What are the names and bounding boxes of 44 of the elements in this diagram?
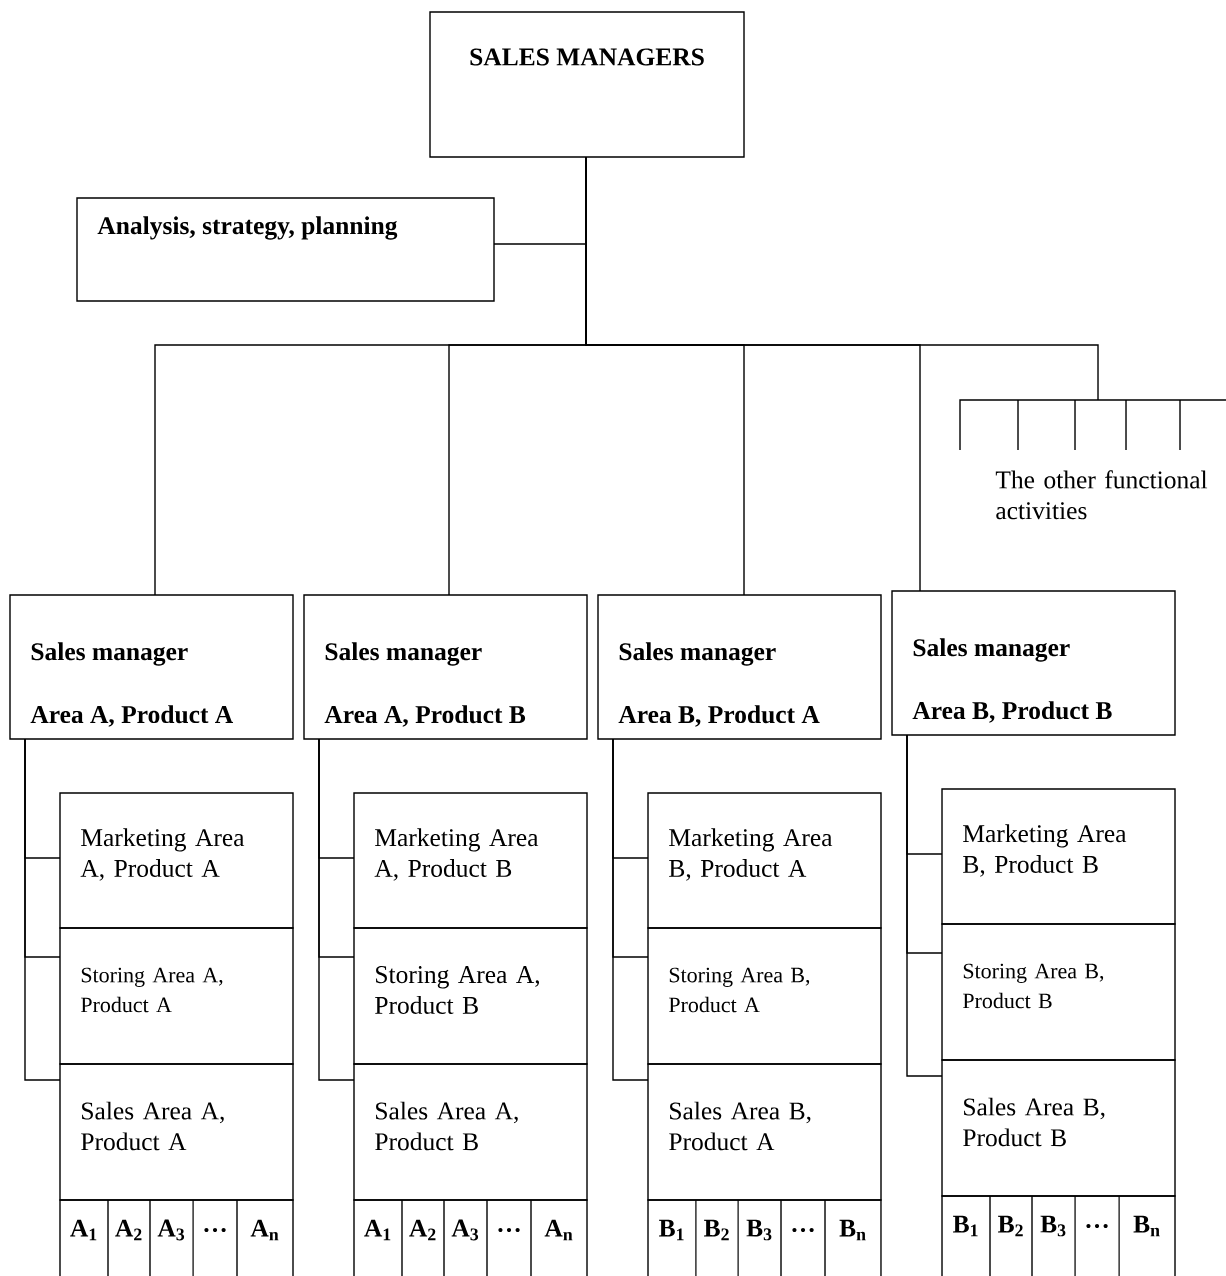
cell-label: A$_{3}$: [157, 1219, 185, 1241]
cell-label: …: [498, 1227, 520, 1233]
cell-label: B$_{3}$: [1040, 1215, 1066, 1237]
unit-box: Storing Area A, Product A: [59, 927, 294, 1065]
cell-label: B$_{1}$: [659, 1219, 684, 1241]
unit-box: Storing Area B, Product A: [647, 927, 882, 1065]
unit-box: Marketing Area A, Product B: [353, 792, 588, 929]
cell-label: A$_{1}$: [70, 1219, 97, 1241]
cell-label: A$_{2}$: [409, 1219, 436, 1241]
cell-label: A$_{1}$: [364, 1219, 391, 1241]
unit-box: Sales Area B, Product B: [941, 1059, 1176, 1197]
cell-label: A$_{n}$: [250, 1219, 279, 1241]
caption-text: The other functional activities: [995, 470, 1208, 520]
cell-label: …: [792, 1227, 814, 1233]
cell-label: B$_{2}$: [998, 1215, 1023, 1237]
cell-label: B$_{1}$: [953, 1215, 978, 1237]
cell-label: …: [1086, 1223, 1108, 1229]
connector-line: [612, 738, 649, 859]
cell-label: A$_{n}$: [544, 1219, 573, 1241]
connector-line: [318, 738, 355, 859]
connector-line: [906, 734, 943, 855]
unit-box: Sales Area A, Product B: [353, 1063, 588, 1201]
unit-box: Marketing Area B, Product A: [647, 792, 882, 929]
manager-box: Sales manager Area A, Product A: [9, 594, 294, 740]
cell-label: A$_{3}$: [451, 1219, 479, 1241]
unit-box: Sales Area A, Product A: [59, 1063, 294, 1201]
connector-line: [24, 738, 61, 859]
title-box: SALES MANAGERS: [429, 11, 745, 158]
cell-label: A$_{2}$: [115, 1219, 142, 1241]
unit-box: Marketing Area A, Product A: [59, 792, 294, 929]
unit-box: Storing Area A, Product B: [353, 927, 588, 1065]
cell-label: …: [204, 1227, 226, 1233]
cell-label: B$_{3}$: [746, 1219, 772, 1241]
manager-box: Sales manager Area A, Product B: [303, 594, 588, 740]
cell-label: B$_{2}$: [704, 1219, 729, 1241]
cell-label: B$_{n}$: [1133, 1215, 1160, 1237]
cell-label: B$_{n}$: [839, 1219, 866, 1241]
manager-box: Sales manager Area B, Product B: [891, 590, 1176, 736]
connector-line: [493, 156, 587, 245]
process-box: Analysis, strategy, planning: [76, 197, 495, 302]
unit-box: Storing Area B, Product B: [941, 923, 1176, 1061]
manager-box: Sales manager Area B, Product A: [597, 594, 882, 740]
unit-box: Marketing Area B, Product B: [941, 788, 1176, 925]
unit-box: Sales Area B, Product A: [647, 1063, 882, 1201]
